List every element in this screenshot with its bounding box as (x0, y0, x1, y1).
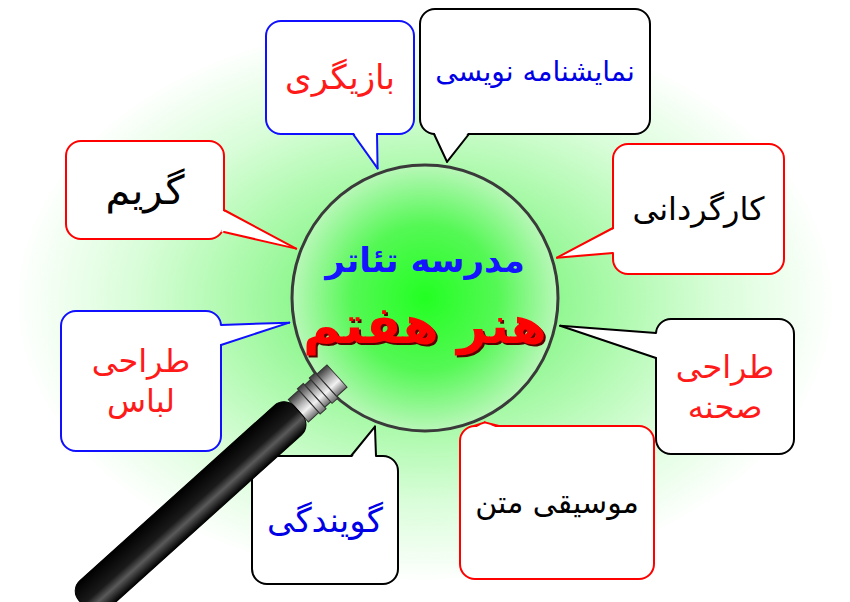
center-subtitle: مدرسه تئاتر (325, 241, 524, 280)
speech-tail-edge (447, 134, 469, 162)
speech-tail-edge (560, 326, 656, 333)
speech-bubble: بازیگری (265, 20, 415, 135)
speech-tail-edge (351, 427, 375, 456)
speech-tail (557, 228, 616, 258)
speech-bubble: گریم (65, 140, 225, 240)
speech-tail-edge (224, 232, 296, 249)
speech-tail (219, 323, 290, 345)
bubble-label: نمایشنامه نویسی (435, 54, 635, 89)
speech-bubble: طراحی لباس (60, 310, 222, 452)
speech-tail (351, 427, 376, 459)
bubble-label: موسیقی متن (475, 484, 638, 522)
speech-tail-fill (219, 323, 290, 345)
bubble-label: طراحی لباس (92, 341, 190, 421)
speech-bubble: موسیقی متن (459, 425, 655, 580)
speech-tail-edge (224, 210, 296, 249)
speech-tail-edge (557, 253, 613, 258)
bubble-label: کارگردانی (632, 189, 764, 229)
speech-tail-fill (557, 228, 616, 258)
speech-bubble: نمایشنامه نویسی (419, 8, 651, 135)
center-title: هنر هفتم (303, 295, 547, 355)
speech-tail (560, 326, 658, 358)
bubble-label: گویندگی (267, 499, 383, 542)
speech-tail-edge (353, 134, 378, 168)
speech-tail-edge (560, 326, 656, 358)
speech-tail (353, 132, 378, 169)
speech-bubble: طراحی صحنه (655, 318, 795, 455)
speech-tail-fill (434, 132, 469, 162)
speech-tail-edge (376, 134, 379, 168)
center-circle: مدرسه تئاتر هنر هفتم (290, 163, 560, 433)
speech-tail-edge (557, 228, 613, 258)
speech-tail (434, 132, 469, 162)
speech-tail-edge (221, 323, 289, 345)
speech-tail-fill (222, 210, 297, 249)
speech-bubble: گویندگی (251, 455, 399, 585)
speech-tail (222, 210, 297, 249)
bubble-label: بازیگری (285, 56, 395, 99)
speech-bubble: کارگردانی (612, 143, 785, 275)
speech-tail-edge (221, 323, 289, 325)
speech-tail-fill (560, 326, 658, 358)
bubble-label: طراحی صحنه (676, 347, 774, 427)
speech-tail-fill (353, 132, 378, 169)
speech-tail-edge (375, 427, 376, 456)
bubble-label: گریم (106, 165, 185, 215)
speech-tail-edge (434, 134, 447, 162)
speech-tail-fill (351, 427, 376, 459)
